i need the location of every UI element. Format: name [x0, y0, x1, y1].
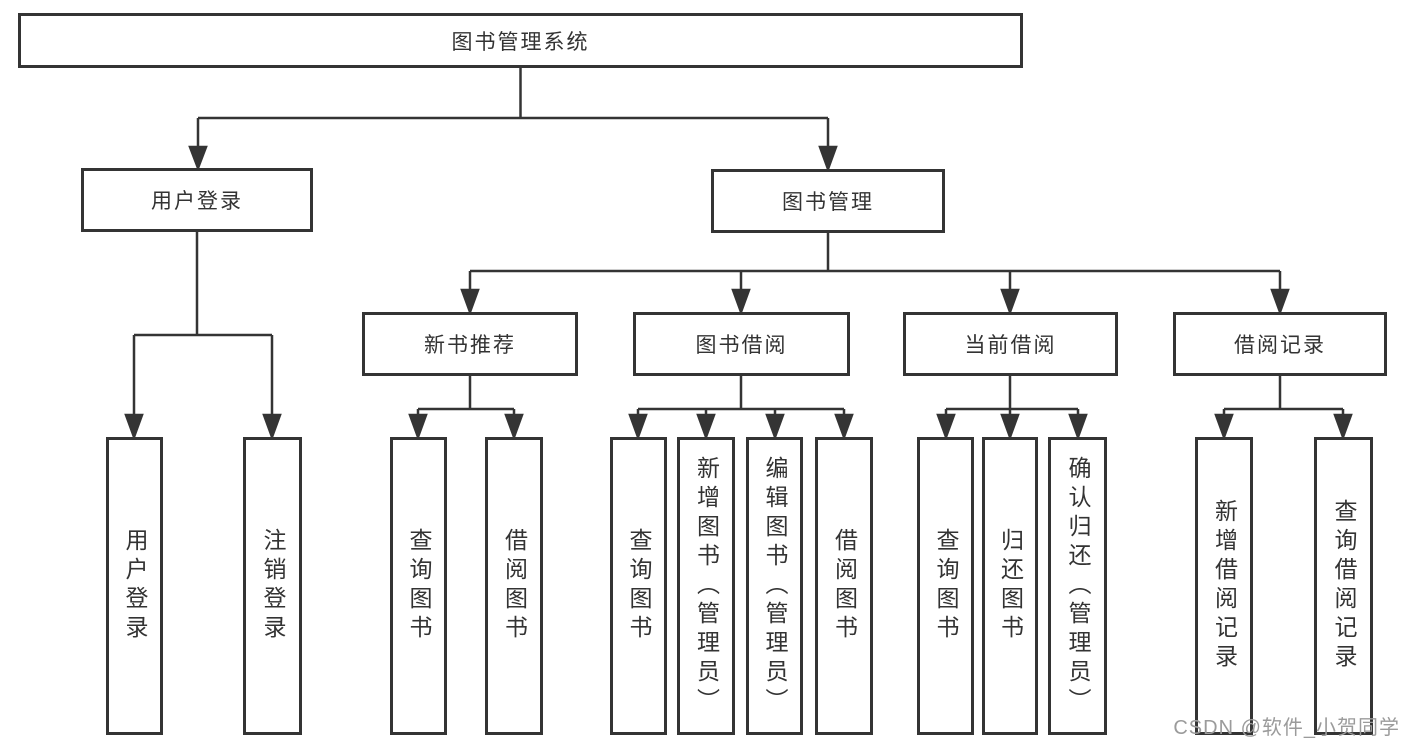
node-book-borrow-label: 图书借阅: [695, 334, 788, 357]
leaf-query-books-borrow: 查询图书: [610, 437, 667, 735]
node-current-borrow-label: 当前借阅: [964, 334, 1057, 357]
arrowhead: [124, 413, 144, 441]
node-current-borrow: 当前借阅: [903, 312, 1118, 376]
arrowhead: [188, 145, 208, 172]
leaf-query-books-recommend-label: 查询图书: [406, 528, 432, 644]
node-root: 图书管理系统: [18, 13, 1023, 68]
leaf-logout: 注销登录: [243, 437, 302, 735]
leaf-borrow-books-label: 借阅图书: [831, 528, 858, 644]
leaf-borrow-books-recommend-label: 借阅图书: [501, 528, 528, 644]
leaf-borrow-books: 借阅图书: [815, 437, 873, 735]
arrowhead: [818, 145, 838, 173]
arrowhead: [834, 413, 854, 441]
arrowhead: [460, 288, 480, 316]
connector-borrow-records-children: [1214, 376, 1353, 441]
leaf-query-books-current-label: 查询图书: [933, 528, 959, 644]
node-book-borrow: 图书借阅: [633, 312, 850, 376]
leaf-return-books: 归还图书: [982, 437, 1038, 735]
connector-new-book-recommend-children: [408, 376, 524, 441]
leaf-confirm-return-admin: 确认归还（管理员）: [1048, 437, 1107, 735]
leaf-borrow-books-recommend: 借阅图书: [485, 437, 543, 735]
leaf-query-books-borrow-label: 查询图书: [626, 528, 652, 644]
leaf-add-borrow-record: 新增借阅记录: [1195, 437, 1253, 735]
leaf-add-books-admin-label: 新增图书（管理员）: [693, 455, 720, 717]
leaf-query-books-recommend: 查询图书: [390, 437, 447, 735]
leaf-add-books-admin: 新增图书（管理员）: [677, 437, 735, 735]
leaf-add-borrow-record-label: 新增借阅记录: [1211, 499, 1238, 673]
arrowhead: [628, 413, 648, 441]
leaf-return-books-label: 归还图书: [997, 528, 1024, 644]
connector-user-login-children: [124, 232, 282, 441]
node-new-book-recommend-label: 新书推荐: [424, 334, 516, 357]
arrowhead: [765, 413, 785, 441]
node-book-management: 图书管理: [711, 169, 945, 233]
arrowhead: [504, 413, 524, 441]
node-root-label: 图书管理系统: [451, 30, 590, 54]
arrowhead: [1333, 413, 1353, 441]
arrowhead: [1214, 413, 1234, 441]
arrowhead: [1068, 413, 1088, 441]
connector-root-to-level2: [188, 68, 838, 173]
node-borrow-records: 借阅记录: [1173, 312, 1387, 376]
node-user-login-label: 用户登录: [151, 190, 243, 213]
node-borrow-records-label: 借阅记录: [1234, 334, 1326, 357]
connector-current-borrow-children: [936, 376, 1088, 441]
leaf-user-login: 用户登录: [106, 437, 163, 735]
connector-book-borrow-children: [628, 376, 854, 441]
watermark: CSDN @软件_小贺同学: [1173, 717, 1400, 739]
arrowhead: [1000, 288, 1020, 316]
arrowhead: [408, 413, 428, 441]
arrowhead: [1000, 413, 1020, 441]
arrowhead: [731, 288, 751, 316]
connector-book-management-children: [460, 233, 1290, 316]
node-new-book-recommend: 新书推荐: [362, 312, 578, 376]
node-user-login: 用户登录: [81, 168, 313, 232]
leaf-query-borrow-record-label: 查询借阅记录: [1331, 499, 1357, 673]
leaf-query-books-current: 查询图书: [917, 437, 974, 735]
leaf-edit-books-admin: 编辑图书（管理员）: [746, 437, 803, 735]
arrowhead: [1270, 288, 1290, 316]
arrowhead: [262, 413, 282, 441]
leaf-query-borrow-record: 查询借阅记录: [1314, 437, 1373, 735]
arrowhead: [696, 413, 716, 441]
leaf-user-login-label: 用户登录: [122, 528, 148, 644]
node-book-management-label: 图书管理: [782, 191, 874, 214]
leaf-edit-books-admin-label: 编辑图书（管理员）: [762, 455, 788, 717]
leaf-logout-label: 注销登录: [260, 528, 286, 644]
arrowhead: [936, 413, 956, 441]
leaf-confirm-return-admin-label: 确认归还（管理员）: [1065, 455, 1091, 717]
